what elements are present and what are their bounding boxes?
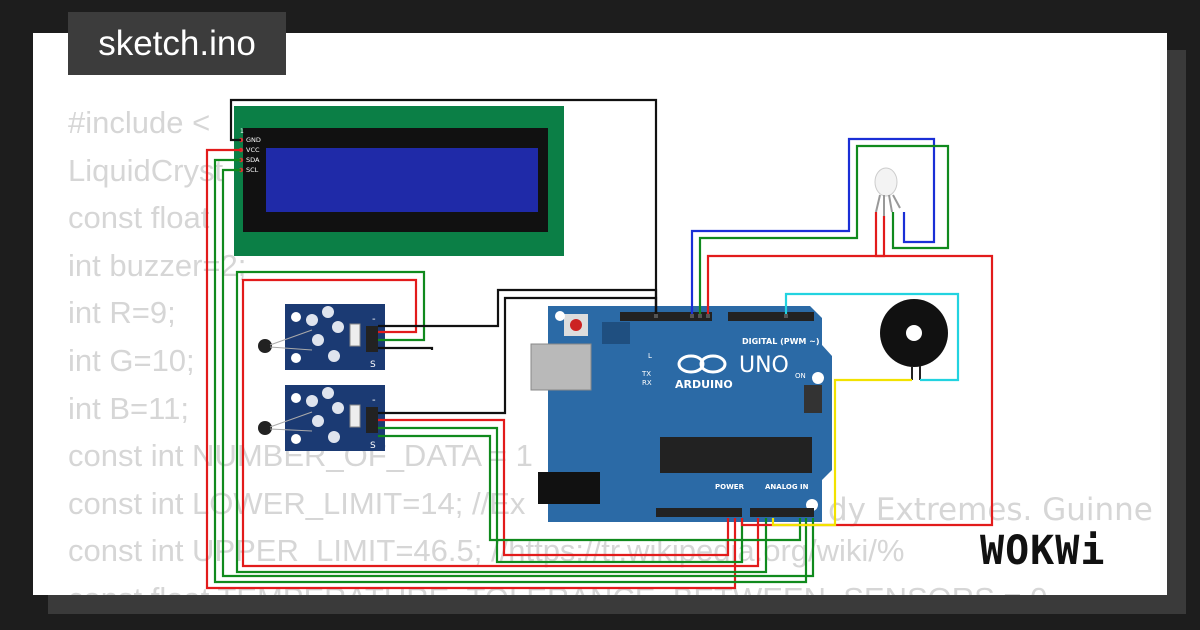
arduino-model: UNO (739, 353, 789, 378)
lcd-pin1-label: 1 (240, 128, 244, 135)
code-line: const float (68, 200, 210, 236)
lcd-pin-label: GND (246, 136, 261, 144)
analog-label: ANALOG IN (765, 483, 809, 491)
lcd-pin-label: SDA (246, 156, 260, 164)
code-line: LiquidCryst (68, 152, 224, 188)
l-led-label: L (648, 352, 652, 360)
rx-led-label: RX (642, 379, 652, 387)
wokwi-logo: WOKWi (980, 528, 1106, 574)
code-line: const int LOWER_LIMIT=14; //Ex (68, 485, 526, 521)
filename-tab[interactable]: sketch.ino (68, 12, 286, 75)
buzzer[interactable] (880, 299, 948, 380)
lcd-pin-label: VCC (246, 146, 260, 154)
sensor-minus-label: - (372, 314, 376, 325)
arduino-brand: ARDUINO (675, 378, 733, 391)
lcd-module[interactable]: 1 GND VCC SDA SCL (234, 106, 564, 256)
code-line: int B=11; (68, 390, 189, 426)
sensor-minus-label: - (372, 395, 376, 406)
rgb-led[interactable] (874, 167, 901, 216)
temperature-sensor-2[interactable]: - S (258, 385, 385, 451)
tx-led-label: TX (641, 370, 651, 378)
sensor-s-label: S (370, 360, 376, 370)
digital-header-label: DIGITAL (PWM ~) (742, 337, 820, 346)
temperature-sensor-1[interactable]: - S (258, 304, 385, 370)
code-line-tail: dy Extremes. Guinne (828, 492, 1153, 528)
header-pins (654, 314, 788, 318)
power-label: POWER (715, 483, 745, 491)
wires (205, 98, 994, 590)
lcd-pin-label: SCL (246, 166, 259, 174)
sensor-s-label: S (370, 441, 376, 451)
code-line: int R=9; (68, 295, 176, 331)
on-led-label: ON (795, 372, 806, 380)
code-line: int G=10; (68, 342, 195, 378)
code-line: #include < (68, 105, 211, 140)
arduino-uno-board[interactable]: DIGITAL (PWM ~) UNO ARDUINO ON L TX RX P… (530, 306, 832, 522)
code-line: int buzzer=2; (68, 247, 247, 283)
